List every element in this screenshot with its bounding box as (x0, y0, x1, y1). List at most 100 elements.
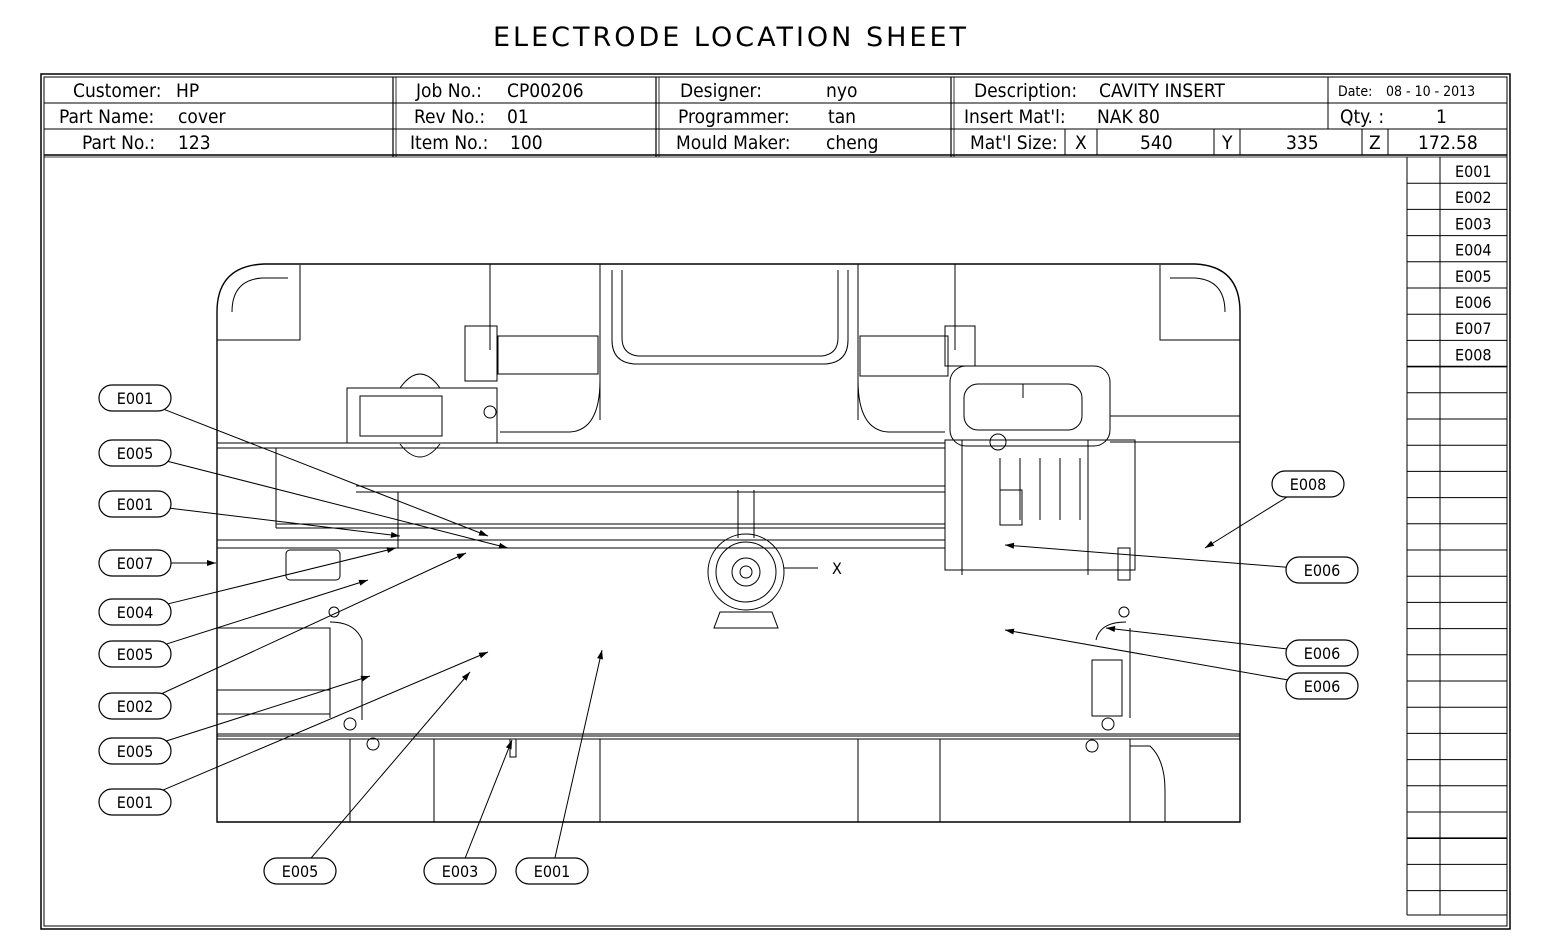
part-name-value: cover (178, 106, 226, 128)
callout-bubble (98, 598, 172, 626)
callout-label: E001 (534, 862, 571, 881)
callout-label: E006 (1304, 677, 1341, 696)
callout-arrowhead (358, 579, 368, 586)
callout-arrowhead (1005, 542, 1015, 549)
callout-leader (156, 552, 467, 697)
programmer-label: Programmer: (678, 106, 790, 128)
callout-label: E007 (117, 554, 154, 573)
date-value: 08 - 10 - 2013 (1386, 84, 1475, 100)
electrode-list-item: E003 (1455, 214, 1492, 233)
callout-e006: E006 (1004, 628, 1359, 700)
mould-maker-label: Mould Maker: (676, 132, 791, 154)
callout-leader (169, 507, 401, 537)
callout-arrowhead (478, 652, 488, 659)
y-label: Y (1221, 132, 1233, 154)
electrode-list-item: E001 (1455, 162, 1492, 181)
rev-no-label: Rev No.: (414, 106, 485, 128)
electrode-list-item: E008 (1455, 345, 1492, 364)
callout-arrowhead (461, 672, 470, 681)
electrode-list-item: E004 (1455, 241, 1492, 260)
description-label: Description: (974, 80, 1077, 102)
cavity-insert-drawing (216, 263, 1241, 823)
part-name-label: Part Name: (59, 106, 154, 128)
electrode-list-table (1406, 157, 1507, 916)
callout-bubble (98, 692, 172, 720)
z-label: Z (1369, 132, 1381, 154)
callout-bubble (98, 384, 172, 412)
item-no-value: 100 (510, 132, 543, 154)
callout-e003: E003 (423, 739, 513, 885)
callout-bubble (98, 549, 172, 577)
callout-label: E001 (117, 495, 154, 514)
callout-arrowhead (386, 547, 396, 554)
callout-arrowhead (1205, 540, 1215, 548)
callout-label: E001 (117, 389, 154, 408)
callout-label: E005 (117, 742, 154, 761)
callout-bubble (515, 857, 589, 885)
electrode-list-item: E005 (1455, 267, 1492, 286)
callout-e002: E002 (98, 552, 467, 720)
callout-arrowhead (456, 553, 466, 560)
designer-label: Designer: (680, 80, 762, 102)
callout-e005: E005 (98, 439, 509, 549)
qty-value: 1 (1436, 106, 1447, 128)
callout-bubble (98, 439, 172, 467)
mould-maker-value: cheng (826, 132, 878, 154)
callout-arrowhead (478, 529, 488, 536)
callout-e007: E007 (98, 549, 216, 577)
callout-label: E005 (117, 645, 154, 664)
callout-bubble (263, 857, 337, 885)
x-value: 540 (1140, 132, 1173, 154)
callout-e001: E001 (98, 490, 401, 538)
qty-label: Qty. : (1340, 106, 1384, 128)
callout-e001: E001 (515, 649, 603, 885)
mat-size-label: Mat'l Size: (970, 132, 1058, 154)
job-no-value: CP00206 (507, 80, 584, 102)
electrode-list-item: E006 (1455, 293, 1492, 312)
callout-label: E008 (1290, 475, 1327, 494)
callout-arrowhead (360, 675, 370, 682)
insert-mat-label: Insert Mat'l: (964, 106, 1066, 128)
callout-label: E006 (1304, 644, 1341, 663)
callout-arrowhead (390, 531, 400, 538)
callout-leader (161, 579, 369, 646)
callout-bubble (98, 490, 172, 518)
callout-e005: E005 (263, 671, 471, 885)
callout-label: E006 (1304, 561, 1341, 580)
callout-label: E005 (117, 444, 154, 463)
item-no-label: Item No.: (410, 132, 488, 154)
callout-bubble (1285, 639, 1359, 667)
insert-mat-value: NAK 80 (1097, 106, 1160, 128)
callout-bubble (423, 857, 497, 885)
callout-e008: E008 (1204, 470, 1345, 549)
callout-leader (1004, 629, 1290, 681)
sheet-title: ELECTRODE LOCATION SHEET (492, 22, 970, 53)
callout-e005: E005 (98, 579, 369, 668)
callout-e006: E006 (1105, 626, 1359, 667)
electrode-list-rows (1407, 182, 1507, 892)
callout-arrowhead (1106, 626, 1116, 633)
callout-label: E004 (117, 603, 154, 622)
header-block (44, 77, 1507, 158)
callout-leader (464, 739, 513, 859)
sheet-inner-border (43, 76, 1508, 927)
origin-mark: X (832, 559, 842, 578)
description-value: CAVITY INSERT (1099, 80, 1225, 102)
callout-leader (554, 649, 603, 859)
callout-e006: E006 (1004, 542, 1359, 584)
callout-bubble (98, 640, 172, 668)
callout-leader (161, 675, 371, 743)
callout-bubble (98, 737, 172, 765)
callout-e004: E004 (98, 547, 397, 626)
job-no-label: Job No.: (415, 80, 482, 102)
callout-e005: E005 (98, 675, 371, 765)
electrode-list-item: E002 (1455, 188, 1492, 207)
callout-leader (159, 407, 489, 537)
callout-label: E002 (117, 697, 154, 716)
callout-bubble (98, 788, 172, 816)
date-label: Date: (1338, 84, 1372, 100)
callout-bubble (1271, 470, 1345, 498)
callout-bubble (1285, 556, 1359, 584)
